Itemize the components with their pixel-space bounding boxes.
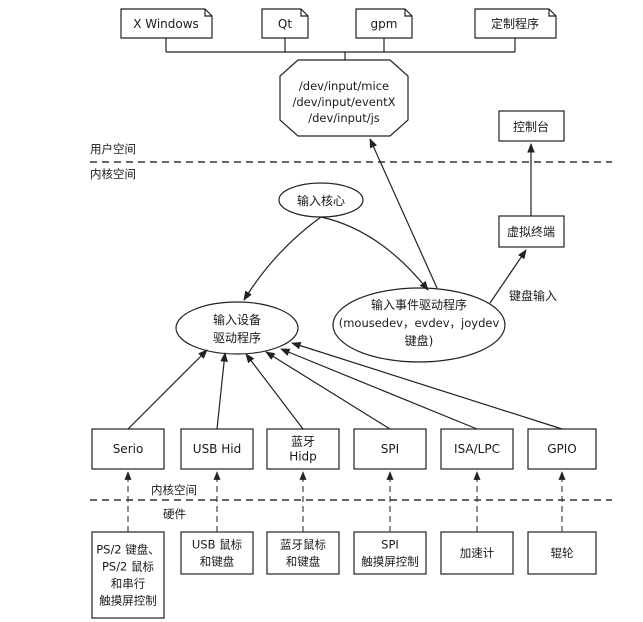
arrow-bus-to-driver <box>216 352 228 430</box>
hardware-device-label: 加速计 <box>460 546 495 560</box>
console-box: 控制台 <box>498 110 565 142</box>
hardware-device-label: 和键盘 <box>286 555 321 569</box>
app-label: 定制程序 <box>491 16 539 31</box>
hardware-device-label: 触摸屏控制 <box>361 555 419 569</box>
kernel-space-label-2: 内核空间 <box>151 483 197 497</box>
hardware-device-label: 辊轮 <box>551 546 574 560</box>
device-driver-line: 驱动程序 <box>213 330 261 345</box>
virtual-terminal-box: 虚拟终端 <box>498 215 565 248</box>
device-driver-line: 输入设备 <box>213 312 261 327</box>
bus-driver-label: Serio <box>113 442 144 456</box>
hardware-device-label: USB 鼠标 <box>192 538 242 552</box>
hardware-device-label: SPI <box>381 538 399 552</box>
hardware-device-label: 触摸屏控制 <box>99 594 157 608</box>
bus-driver-label: GPIO <box>547 442 577 456</box>
device-driver: 输入设备 驱动程序 <box>175 301 299 355</box>
bus-driver-label: ISA/LPC <box>454 442 500 456</box>
app-bus-connector <box>165 38 516 60</box>
bus-driver-box: ISA/LPC <box>440 428 514 470</box>
hardware-device-label: 和串行 <box>111 577 146 591</box>
app-box-custom-program: 定制程序 <box>474 8 557 39</box>
hardware-device-label: PS/2 键盘、 <box>96 543 160 557</box>
app-box-x-windows: X Windows <box>120 8 213 39</box>
dev-node-line: /dev/input/eventX <box>292 95 395 109</box>
bus-driver-label: USB Hid <box>193 442 241 456</box>
input-core-label: 输入核心 <box>297 193 345 208</box>
hardware-label: 硬件 <box>163 507 186 521</box>
app-label: gpm <box>371 17 398 31</box>
event-handler-line: 键盘) <box>405 333 434 348</box>
bus-driver-label: Hidp <box>289 450 317 464</box>
input-core: 输入核心 <box>278 182 364 218</box>
dev-node-line: /dev/input/mice <box>299 79 389 93</box>
app-box-gpm: gpm <box>355 8 413 39</box>
arrow-bus-to-driver <box>291 341 563 430</box>
virtual-terminal-label: 虚拟终端 <box>507 224 555 239</box>
arrow-bus-to-driver <box>280 348 478 430</box>
arrow-bus-to-driver <box>127 349 208 430</box>
arrow-core-to-driver <box>243 216 322 301</box>
console-label: 控制台 <box>513 119 549 134</box>
arrow-handler-to-vt <box>489 249 527 304</box>
kernel-space-label: 内核空间 <box>90 167 136 181</box>
dev-node-line: /dev/input/js <box>308 111 380 125</box>
flow-arrows <box>243 138 535 304</box>
arrow-handler-to-dev <box>369 138 438 289</box>
user-space-label: 用户空间 <box>90 142 136 156</box>
event-handler: 输入事件驱动程序 (mousedev，evdev，joydev 键盘) <box>332 287 506 363</box>
hardware-device-label: PS/2 鼠标 <box>102 560 154 574</box>
bus-driver-box: GPIO <box>527 428 597 470</box>
hardware-device-box: 加速计 <box>440 531 514 575</box>
arrow-bus-to-driver <box>265 351 391 430</box>
hardware-device-label: 蓝牙鼠标 <box>280 538 326 552</box>
event-handler-line: (mousedev，evdev，joydev <box>339 316 500 330</box>
dev-input-node: /dev/input/mice /dev/input/eventX /dev/i… <box>279 59 409 137</box>
hardware-device-box: 辊轮 <box>527 531 597 575</box>
keyboard-input-label: 键盘输入 <box>509 288 557 303</box>
app-label: Qt <box>278 17 292 31</box>
app-box-qt: Qt <box>261 8 309 39</box>
hardware-device-label: 和键盘 <box>200 555 235 569</box>
app-label: X Windows <box>133 17 199 31</box>
arrow-bus-to-driver <box>245 353 304 430</box>
bus-driver-box: Serio <box>91 428 165 470</box>
bus-driver-label: SPI <box>381 442 399 456</box>
bus-driver-label: 蓝牙 <box>291 435 315 449</box>
hardware-device-box: SPI 触摸屏控制 <box>353 531 427 575</box>
event-handler-line: 输入事件驱动程序 <box>371 297 467 312</box>
bus-driver-box: USB Hid <box>180 428 254 470</box>
arrow-core-to-handler <box>320 216 429 291</box>
bus-driver-box: SPI <box>353 428 427 470</box>
